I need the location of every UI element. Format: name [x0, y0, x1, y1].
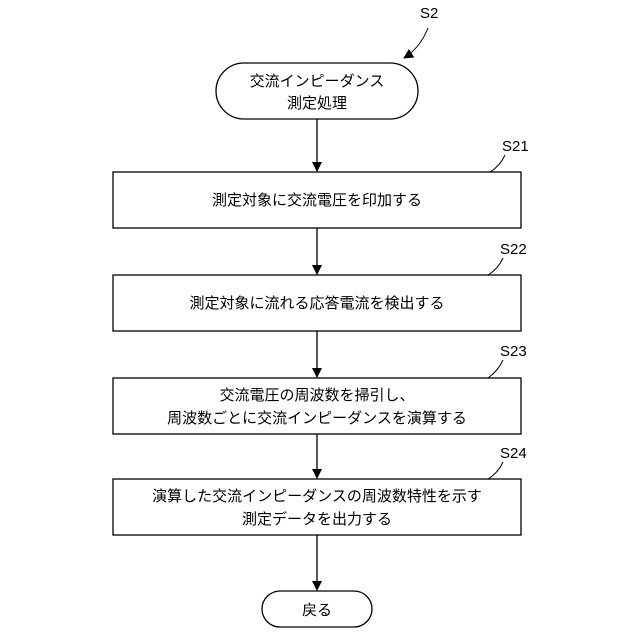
s21-leader — [490, 155, 505, 172]
s2-leader-arrow — [404, 28, 428, 58]
step-label-s22: S22 — [500, 241, 527, 258]
s24-line-2: 測定データを出力する — [242, 510, 392, 528]
process-s23: 交流電圧の周波数を掃引し、 周波数ごとに交流インピーダンスを演算する — [113, 378, 521, 434]
s22-line-1: 測定対象に流れる応答電流を検出する — [189, 294, 444, 312]
step-label-s21: S21 — [502, 138, 529, 155]
start-line-2: 測定処理 — [287, 94, 347, 112]
s22-leader — [488, 258, 503, 275]
s23-line-1: 交流電圧の周波数を掃引し、 — [219, 386, 414, 404]
end-line-1: 戻る — [302, 601, 332, 619]
step-label-s23: S23 — [500, 343, 527, 360]
s23-line-2: 周波数ごとに交流インピーダンスを演算する — [167, 409, 467, 427]
process-s24: 演算した交流インピーダンスの周波数特性を示す 測定データを出力する — [113, 479, 521, 535]
step-label-s2: S2 — [420, 5, 438, 22]
start-line-1: 交流インピーダンス — [250, 72, 385, 90]
step-label-s24: S24 — [500, 445, 527, 462]
end-terminator: 戻る — [262, 591, 372, 627]
s24-line-1: 演算した交流インピーダンスの周波数特性を示す — [152, 487, 482, 505]
process-s21: 測定対象に交流電圧を印加する — [113, 172, 521, 228]
s21-line-1: 測定対象に交流電圧を印加する — [212, 191, 422, 209]
start-terminator: 交流インピーダンス 測定処理 — [216, 63, 418, 119]
s24-leader — [488, 462, 503, 479]
process-s22: 測定対象に流れる応答電流を検出する — [113, 275, 521, 331]
s23-leader — [488, 360, 503, 378]
